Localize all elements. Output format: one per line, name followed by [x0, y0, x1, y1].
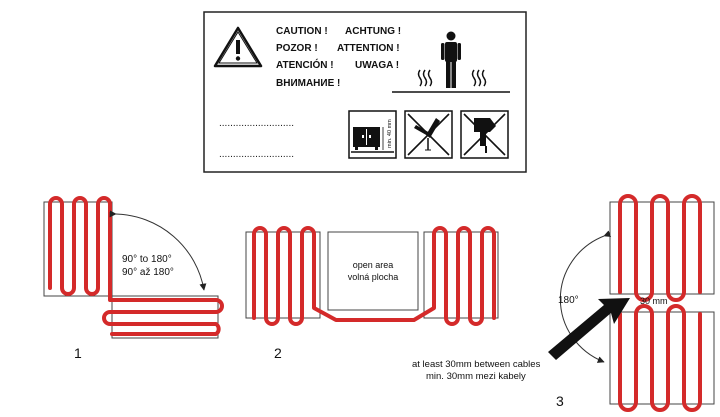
caution-text: CAUTION !: [276, 26, 328, 37]
figure-2-open-area: [327, 231, 419, 311]
figure-3-angle-label: 180°: [558, 295, 579, 306]
figure-2-left-panel: [245, 231, 321, 319]
attention-text: ATTENTION !: [337, 43, 400, 54]
figure-3-number: 3: [556, 393, 564, 409]
achtung-text: ACHTUNG !: [345, 26, 401, 37]
figure-2-open-area-layout: open area volná plocha 2: [245, 226, 499, 361]
figure-1-vertical-panel: [43, 201, 113, 297]
furniture-clearance-icon: min. 40 mm: [348, 110, 397, 159]
no-power-drill-icon: [460, 110, 509, 159]
no-drilling-nails-icon: [404, 110, 453, 159]
atencion-text: ATENCIÓN !: [276, 58, 334, 71]
dotted-line-2: ...........................: [219, 149, 294, 160]
figure-1-angle-arc: [109, 210, 207, 291]
heat-waves-icon: [417, 69, 487, 87]
warning-triangle-icon: [213, 26, 263, 68]
person-icon: [441, 31, 461, 88]
vnimanie-text: ВНИМАНИЕ !: [276, 78, 340, 89]
figure-1-corner-layout: 90° to 180° 90° až 180° 1: [43, 196, 224, 361]
figure-3-upper-heating-cable: [618, 194, 702, 302]
figure-3-lower-heating-cable: [618, 304, 702, 412]
warning-label: CAUTION ! ACHTUNG ! POZOR ! ATTENTION ! …: [203, 11, 527, 173]
uwaga-text: UWAGA !: [355, 60, 399, 71]
open-area-label-1: open area: [353, 260, 394, 270]
figure-2-heating-cable: [252, 226, 496, 326]
figure-3-gap-label: 30 mm: [640, 296, 668, 306]
figure-3-pointer-arrow: [548, 298, 630, 360]
figure-3-note-line-2: min. 30mm mezi kabely: [426, 371, 526, 382]
figure-3-note-line-1: at least 30mm between cables: [412, 359, 541, 370]
figure-1-heating-cable: [48, 196, 112, 298]
figure-1-heating-cable-return: [102, 294, 224, 336]
figure-2-number: 2: [274, 345, 282, 361]
figure-3-angle-arc: [559, 230, 612, 363]
figure-3-upper-panel: [609, 201, 715, 295]
min-40mm-text: min. 40 mm: [387, 119, 393, 148]
figure-3-parallel-layout: 180° 30 mm at least 30mm between cables …: [412, 194, 715, 412]
figure-1-horizontal-panel: [111, 295, 219, 339]
figure-1-angle-label-2: 90° až 180°: [122, 267, 174, 278]
figure-2-right-panel: [423, 231, 499, 319]
figure-1-angle-label-1: 90° to 180°: [122, 254, 172, 265]
open-area-label-2: volná plocha: [348, 272, 399, 282]
dotted-line-1: ...........................: [219, 118, 294, 129]
pozor-text: POZOR !: [276, 43, 318, 54]
figure-1-number: 1: [74, 345, 82, 361]
figure-3-lower-panel: [609, 311, 715, 405]
